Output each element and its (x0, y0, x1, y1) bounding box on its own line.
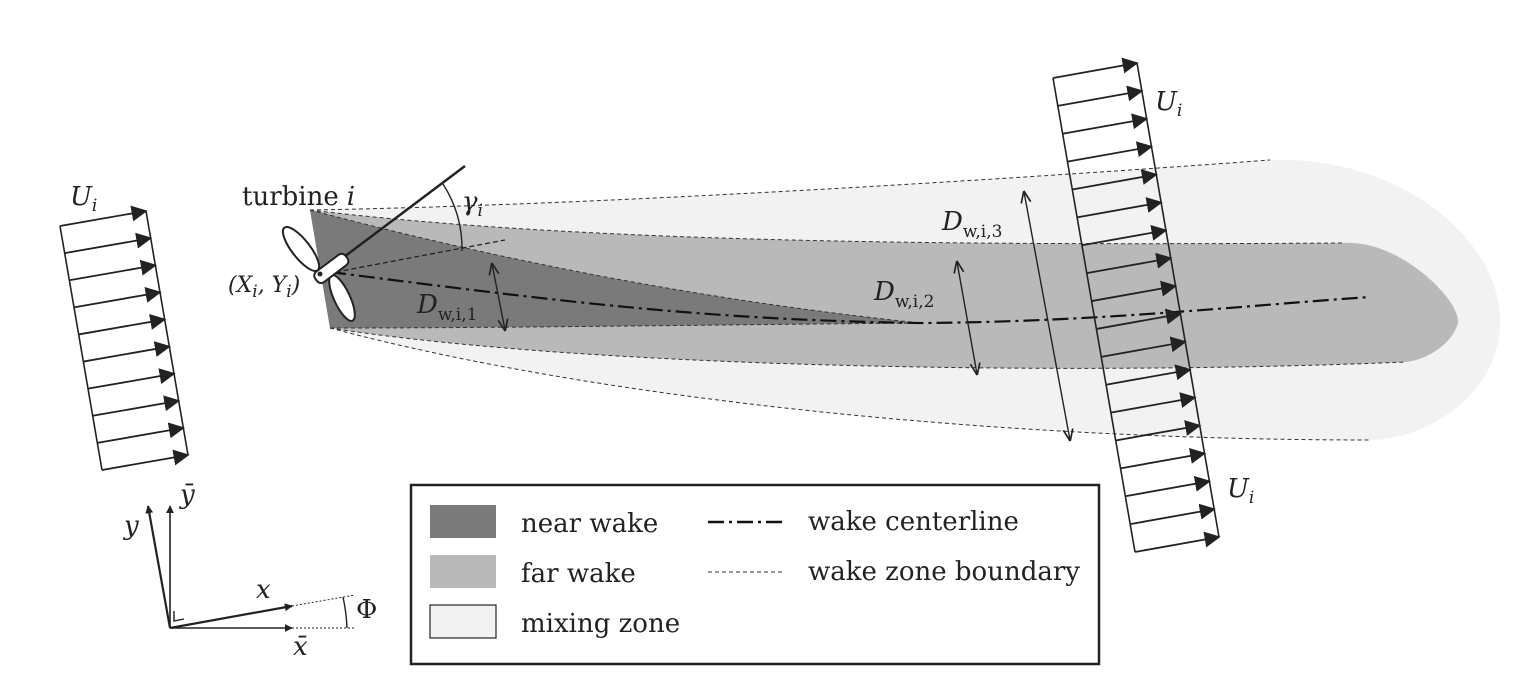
inflow-left-envelope (145, 210, 189, 456)
yaw-angle-arc (442, 183, 463, 252)
inflow-right-velocity-arrow (1125, 475, 1211, 498)
inflow-right-velocity-arrow (1076, 197, 1163, 219)
legend-label-mixing-zone: mixing zone (521, 609, 680, 639)
turbine-nacelle (313, 252, 350, 285)
far-wake-lower-boundary (329, 327, 1406, 369)
legend-swatch-near-wake (430, 505, 496, 538)
inflow-left-velocity-arrow (69, 259, 157, 282)
width-arrow-3 (1024, 192, 1070, 440)
inflow-left-velocity-arrow (92, 395, 181, 417)
inflow-right-velocity-arrow (1062, 113, 1149, 135)
inflow-left-velocity-arrow (83, 341, 171, 363)
inflow-profile-right (1052, 57, 1221, 553)
wake-width-2-label: Dw,i,2 (873, 277, 934, 312)
turbine-position-label: (Xi, Yi) (228, 273, 300, 302)
legend-swatch-mixing-zone (429, 604, 497, 639)
inflow-left-velocity-arrow (59, 205, 148, 227)
legend: near wake far wake mixing zone wake cent… (409, 483, 1101, 666)
inflow-left-velocity-arrow (73, 286, 162, 309)
far-wake-upper-boundary (309, 209, 1346, 245)
mixing-zone-upper-boundary (309, 159, 1271, 211)
y-axis-label: y (123, 511, 139, 541)
inflow-right-velocity-arrow (1115, 420, 1202, 442)
inflow-right-velocity-arrow (1081, 224, 1168, 247)
inflow-right-velocity-arrow (1134, 531, 1221, 553)
legend-swatch-far-wake (430, 555, 496, 588)
phi-angle-arc (342, 596, 348, 629)
inflow-left-velocity-arrow (78, 314, 167, 336)
inflow-left-velocity-arrow (87, 368, 176, 390)
flow-direction-line (319, 239, 506, 276)
near-wake-upper-boundary (309, 209, 921, 324)
width-arrow-1 (492, 264, 505, 330)
ybar-axis-label: ȳ (179, 480, 195, 510)
legend-label-far-wake: far wake (521, 559, 636, 589)
inflow-right-velocity-arrow (1052, 57, 1139, 79)
wake-width-1-label: Dw,i,1 (416, 290, 477, 325)
inflow-right-velocity-arrow (1105, 364, 1192, 386)
inflow-left-velocity-arrow (101, 449, 190, 471)
inflow-right-velocity-arrow (1101, 336, 1187, 358)
inflow-right-velocity-arrow (1091, 280, 1178, 302)
inflow-profile-left (59, 205, 190, 471)
inflow-right-velocity-arrow (1110, 392, 1197, 414)
inflow-right-velocity-arrow (1072, 169, 1158, 191)
legend-label-boundary: wake zone boundary (808, 557, 1080, 587)
coordinate-axes: y ȳ x x̄ Φ (123, 480, 377, 662)
inflow-left-velocity-arrow (64, 232, 153, 254)
near-wake-lower-boundary (329, 322, 921, 329)
legend-label-centerline: wake centerline (808, 507, 1019, 537)
turbine-hub (317, 271, 323, 277)
x-axis-label: x (256, 575, 271, 605)
wake-width-markers (492, 192, 1070, 440)
inflow-label-right-bottom: Ui (1227, 474, 1254, 508)
near-wake-region (310, 210, 920, 328)
mixing-zone-lower-boundary (329, 327, 1371, 441)
wake-centerline (329, 270, 1371, 325)
inflow-right-velocity-arrow (1057, 85, 1144, 107)
inflow-label-left: Ui (70, 182, 97, 216)
far-wake-region (310, 210, 1459, 369)
right-angle-marker (173, 611, 185, 622)
legend-frame (409, 483, 1101, 666)
turbine (281, 165, 506, 322)
inflow-right-velocity-arrow (1086, 252, 1173, 275)
inflow-right-baseline (1052, 77, 1136, 553)
inflow-left-baseline (59, 225, 103, 471)
x-axis (169, 603, 293, 630)
inflow-right-velocity-arrow (1130, 503, 1216, 526)
x-extension (291, 594, 356, 607)
width-arrow-2 (957, 262, 977, 374)
inflow-right-velocity-arrow (1120, 448, 1207, 470)
xbar-axis-label: x̄ (293, 632, 308, 662)
inflow-label-right-top: Ui (1155, 87, 1182, 121)
legend-label-near-wake: near wake (521, 509, 658, 539)
wake-width-3-label: Dw,i,3 (941, 207, 1002, 242)
inflow-right-velocity-arrow (1096, 308, 1182, 330)
inflow-left-velocity-arrow (97, 422, 185, 444)
phi-angle-label: Φ (356, 595, 377, 625)
inflow-right-velocity-arrow (1067, 141, 1154, 163)
y-axis (145, 505, 172, 629)
yaw-angle-label: γi (462, 187, 483, 221)
wake-zone-boundaries (309, 159, 1406, 441)
